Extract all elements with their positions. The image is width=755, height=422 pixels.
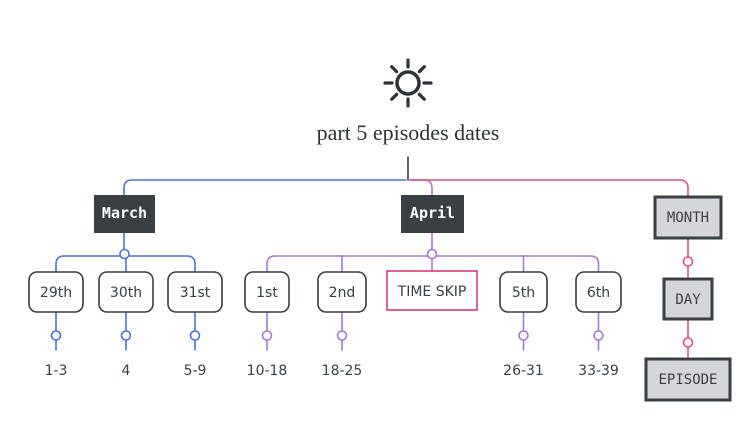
time-skip-node: TIME SKIP <box>386 270 478 311</box>
day-label: 29th <box>40 285 72 301</box>
episode-range-label: 1-3 <box>45 363 68 379</box>
episode-range-label: 18-25 <box>322 363 363 379</box>
episode-range-label: 5-9 <box>184 363 207 379</box>
connector-node <box>593 330 604 341</box>
connector-line <box>186 255 196 273</box>
legend-month-node: MONTH <box>653 195 723 240</box>
day-node: 29th <box>28 271 84 313</box>
connector-line <box>123 179 407 196</box>
connector-node <box>682 256 694 267</box>
legend-day-label: DAY <box>675 292 701 308</box>
month-node-april: April <box>401 195 464 233</box>
day-label: 30th <box>110 285 142 301</box>
day-node: 1st <box>244 271 290 313</box>
month-label-april: April <box>410 204 455 222</box>
day-node: 5th <box>499 271 548 313</box>
episode-range-label: 4 <box>122 363 131 379</box>
episode-range-label: 33-39 <box>578 363 619 379</box>
connector-line <box>266 255 276 273</box>
connector-node <box>682 337 694 348</box>
connector-node <box>261 330 273 341</box>
day-node: 31st <box>167 271 223 313</box>
day-label: 6th <box>587 285 610 301</box>
diagram-title: part 5 episodes dates <box>317 120 500 145</box>
connector-node <box>189 330 201 341</box>
connector-line <box>409 179 689 198</box>
connector-node <box>336 330 348 341</box>
month-node-march: March <box>94 195 155 233</box>
connector-line <box>55 255 65 273</box>
day-node: 6th <box>575 271 622 313</box>
connector-node <box>426 248 438 260</box>
day-label: 31st <box>180 285 211 301</box>
connector-node <box>120 330 132 341</box>
sun-icon <box>383 58 433 108</box>
day-label: 5th <box>512 285 535 301</box>
day-node: 30th <box>98 271 154 313</box>
legend-day-node: DAY <box>662 277 714 321</box>
day-label: 1st <box>256 285 278 301</box>
legend-episode-node: EPISODE <box>644 357 732 402</box>
episode-range-label: 10-18 <box>247 363 288 379</box>
legend-episode-label: EPISODE <box>658 372 717 388</box>
connector-node <box>50 330 62 341</box>
connector-node <box>119 248 130 260</box>
connector-node <box>518 330 529 341</box>
episode-range-label: 26-31 <box>503 363 544 379</box>
connector-lines <box>50 156 694 360</box>
connector-line <box>589 255 600 273</box>
time-skip-label: TIME SKIP <box>397 284 467 300</box>
month-label-march: March <box>102 204 147 222</box>
day-node: 2nd <box>317 271 367 313</box>
legend-month-label: MONTH <box>667 210 709 226</box>
day-label: 2nd <box>329 285 356 301</box>
connector-line <box>407 179 433 196</box>
